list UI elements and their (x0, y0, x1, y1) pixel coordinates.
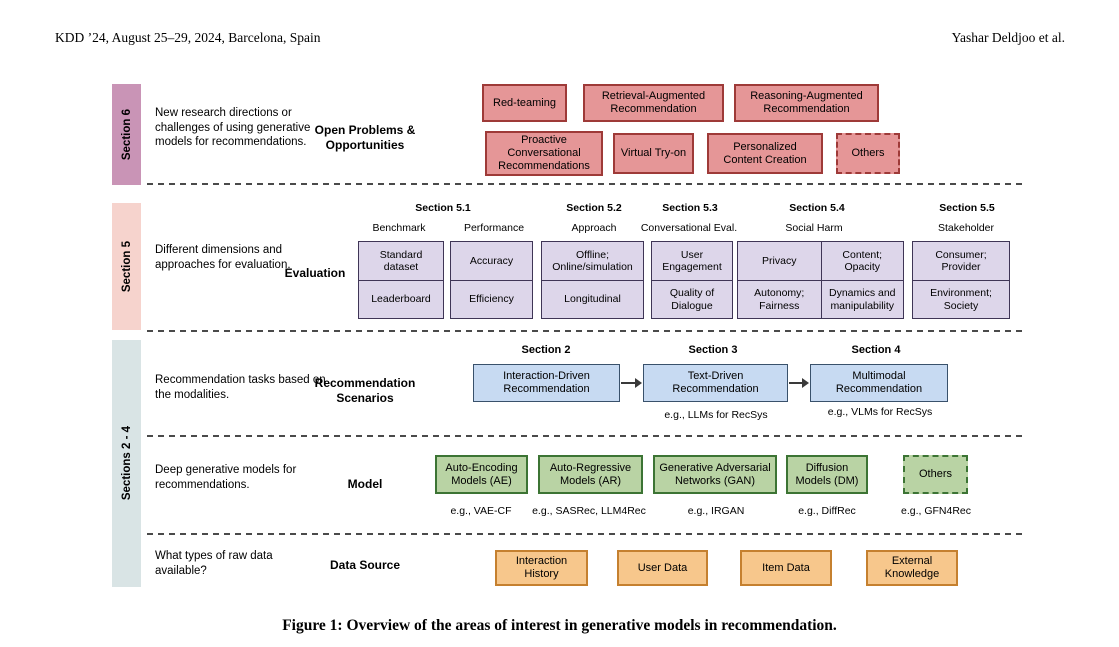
evaluation-cell: Efficiency (451, 280, 532, 318)
model-example: e.g., SASRec, LLM4Rec (532, 505, 646, 517)
open-problem-box: Virtual Try-on (613, 133, 694, 174)
data-source-box: User Data (617, 550, 708, 586)
s5-col-subheader: Conversational Eval. (640, 222, 738, 234)
s5-col-header: Section 5.2 (566, 202, 622, 214)
evaluation-cell: Environment; Society (913, 280, 1009, 318)
evaluation-performance-stack: Accuracy Efficiency (450, 241, 533, 319)
s5-col-header: Section 5.3 (662, 202, 718, 214)
flow-arrow (621, 378, 642, 388)
data-source-box: Item Data (740, 550, 832, 586)
sidebar-sections-2-4: Sections 2 - 4 (112, 340, 141, 587)
s5-col-subheader: Social Harm (785, 222, 843, 234)
scenarios-description: Recommendation tasks based on the modali… (155, 374, 326, 401)
sidebar-section-5-label: Section 5 (120, 240, 133, 293)
model-category: Model (347, 477, 383, 491)
sidebar-section-5: Section 5 (112, 203, 141, 330)
evaluation-cell: Quality of Dialogue (652, 280, 732, 318)
evaluation-conversational-stack: User Engagement Quality of Dialogue (651, 241, 733, 319)
evaluation-cell: Offline; Online/simulation (542, 242, 643, 280)
model-example: e.g., DiffRec (798, 505, 856, 517)
model-others-box: Others (903, 455, 968, 494)
data-source-category: Data Source (329, 558, 401, 572)
separator-dashed-line (147, 435, 1022, 437)
separator-dashed-line (147, 183, 1022, 185)
s5-description: Different dimensions and approaches for … (155, 244, 291, 271)
evaluation-cell: Content; Opacity (820, 242, 903, 280)
separator-dashed-line (147, 533, 1022, 535)
s5-category: Evaluation (284, 266, 346, 280)
model-box: Auto-Regressive Models (AR) (538, 455, 643, 494)
running-head: KDD ’24, August 25–29, 2024, Barcelona, … (55, 30, 1065, 46)
data-source-box: External Knowledge (866, 550, 958, 586)
authors-header: Yashar Deldjoo et al. (951, 30, 1065, 45)
s5-col-subheader: Approach (571, 222, 617, 234)
evaluation-stakeholder-stack: Consumer; Provider Environment; Society (912, 241, 1010, 319)
model-example: e.g., IRGAN (687, 505, 745, 517)
evaluation-cell: Autonomy; Fairness (738, 280, 821, 318)
sidebar-section-6-label: Section 6 (120, 108, 133, 161)
s5-col-header: Section 5.4 (789, 202, 845, 214)
model-example: e.g., GFN4Rec (900, 505, 972, 517)
s5-col-header: Section 5.5 (939, 202, 995, 214)
open-problem-others-box: Others (836, 133, 900, 174)
s5-col-subheader: Benchmark (372, 222, 426, 234)
s6-description: New research directions or challenges of… (155, 107, 311, 149)
evaluation-social-harm-grid: Privacy Content; Opacity Autonomy; Fairn… (737, 241, 904, 319)
model-box: Diffusion Models (DM) (786, 455, 868, 494)
scenarios-category: Recommendation Scenarios (314, 376, 416, 405)
scenario-section-header: Section 3 (688, 344, 738, 356)
scenario-box: Text-Driven Recommendation (643, 364, 788, 402)
evaluation-cell: Standard dataset (359, 242, 443, 280)
evaluation-approach-stack: Offline; Online/simulation Longitudinal (541, 241, 644, 319)
s5-col-subheader: Stakeholder (937, 222, 995, 234)
evaluation-cell: Consumer; Provider (913, 242, 1009, 280)
scenario-section-header: Section 2 (521, 344, 571, 356)
scenario-section-header: Section 4 (851, 344, 901, 356)
separator-dashed-line (147, 330, 1022, 332)
evaluation-cell: Privacy (738, 242, 821, 280)
model-description: Deep generative models for recommendatio… (155, 464, 297, 491)
evaluation-benchmark-stack: Standard dataset Leaderboard (358, 241, 444, 319)
sidebar-section-6: Section 6 (112, 84, 141, 185)
evaluation-cell: Accuracy (451, 242, 532, 280)
sidebar-sections-2-4-label: Sections 2 - 4 (120, 426, 133, 501)
model-box: Auto-Encoding Models (AE) (435, 455, 528, 494)
evaluation-cell: Dynamics and manipulability (820, 280, 903, 318)
model-example: e.g., VAE-CF (450, 505, 512, 517)
scenario-example: e.g., LLMs for RecSys (664, 409, 768, 421)
open-problem-box: Proactive Conversational Recommendations (485, 131, 603, 176)
s5-col-header: Section 5.1 (415, 202, 471, 214)
open-problem-box: Personalized Content Creation (707, 133, 823, 174)
scenario-box: Multimodal Recommendation (810, 364, 948, 402)
figure-caption: Figure 1: Overview of the areas of inter… (282, 617, 837, 634)
s5-col-subheader: Performance (463, 222, 525, 234)
open-problem-box: Red-teaming (482, 84, 567, 122)
scenario-box: Interaction-Driven Recommendation (473, 364, 620, 402)
s6-category: Open Problems & Opportunities (314, 123, 416, 152)
open-problem-box: Reasoning-Augmented Recommendation (734, 84, 879, 122)
conference-header: KDD ’24, August 25–29, 2024, Barcelona, … (55, 30, 321, 45)
model-box: Generative Adversarial Networks (GAN) (653, 455, 777, 494)
open-problem-box: Retrieval-Augmented Recommendation (583, 84, 724, 122)
evaluation-cell: Leaderboard (359, 280, 443, 318)
flow-arrow (789, 378, 809, 388)
data-source-description: What types of raw data available? (155, 550, 273, 577)
evaluation-cell: User Engagement (652, 242, 732, 280)
scenario-example: e.g., VLMs for RecSys (827, 406, 933, 418)
evaluation-cell: Longitudinal (542, 280, 643, 318)
data-source-box: Interaction History (495, 550, 588, 586)
